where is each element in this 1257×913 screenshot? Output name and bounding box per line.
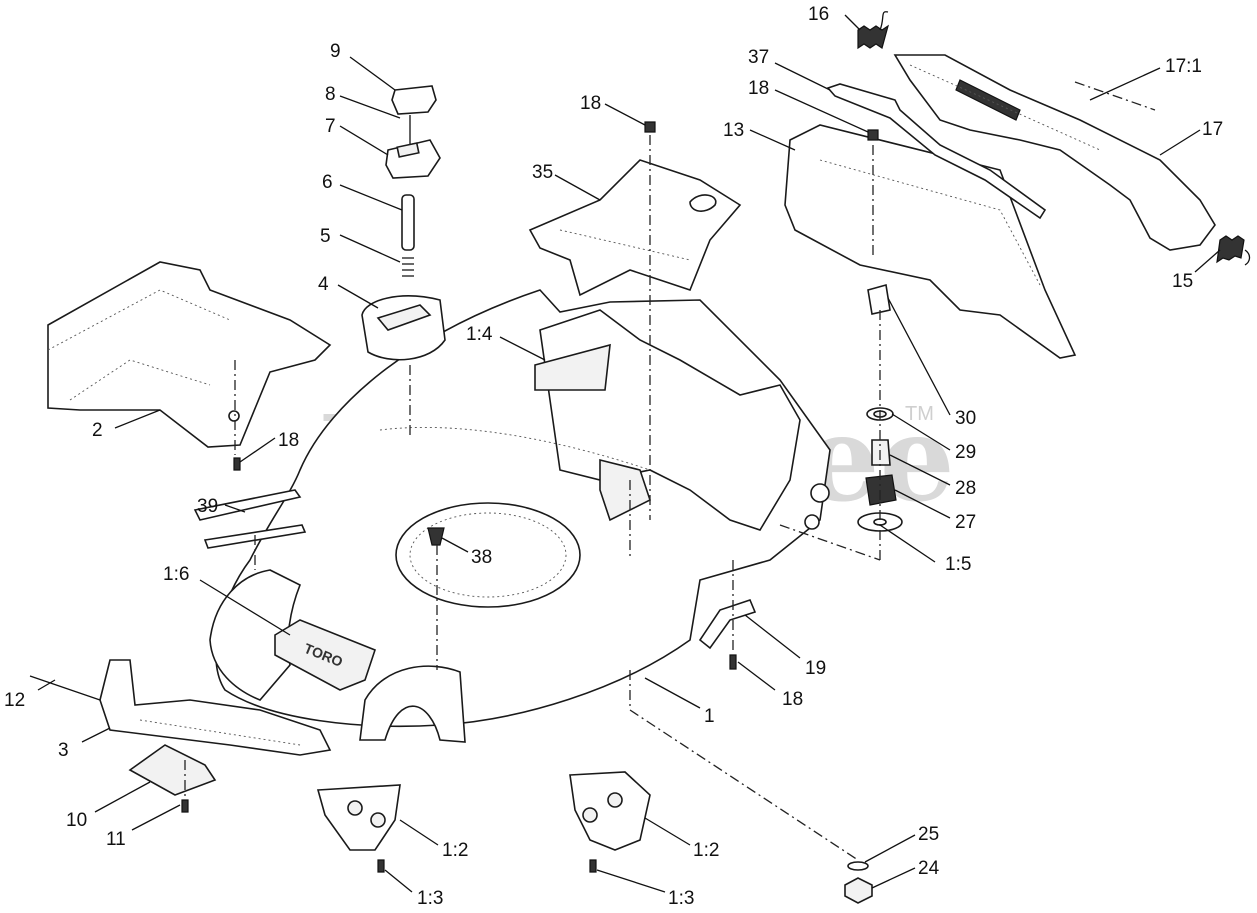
callout-1: 1 (704, 706, 715, 727)
callout-29: 29 (955, 442, 976, 463)
rear-discharge-cover (47, 261, 332, 448)
screw-11 (181, 799, 189, 813)
callout-18-top: 18 (580, 93, 601, 114)
leader-lines (37, 14, 1221, 893)
callout-24: 24 (918, 858, 940, 879)
callout-labels: 16 9 37 17:1 8 18 18 7 13 17 6 35 5 15 4… (4, 4, 1223, 909)
callout-10: 10 (66, 810, 87, 831)
callout-12: 12 (4, 690, 25, 711)
screw-1-3-right (589, 859, 597, 873)
callout-35: 35 (532, 162, 553, 183)
bolt-18-bracket (729, 654, 737, 670)
callout-13: 13 (723, 120, 744, 141)
height-adjust-lever (99, 659, 332, 796)
bolt-18-left (233, 457, 241, 471)
callout-30: 30 (955, 408, 976, 429)
nut-24 (844, 877, 873, 904)
callout-9: 9 (330, 41, 341, 62)
callout-25: 25 (918, 824, 939, 845)
bolt-38 (427, 527, 445, 546)
callout-1-3-left: 1:3 (417, 888, 443, 909)
callout-2: 2 (92, 420, 103, 441)
spring-15 (1216, 235, 1251, 266)
callout-16: 16 (808, 4, 829, 25)
wheel-plate-right (569, 771, 651, 851)
callout-15: 15 (1172, 271, 1193, 292)
callout-27: 27 (955, 512, 976, 533)
cable (29, 675, 101, 701)
callout-5: 5 (320, 226, 331, 247)
callout-38: 38 (471, 547, 492, 568)
callout-1-4: 1:4 (466, 324, 493, 345)
callout-18-bracket: 18 (782, 689, 803, 710)
callout-1-2-right: 1:2 (693, 840, 719, 861)
mower-deck (209, 289, 831, 743)
washer-25 (847, 861, 869, 871)
callout-3: 3 (58, 740, 69, 761)
callout-17: 17 (1202, 119, 1223, 140)
callout-7: 7 (325, 116, 336, 137)
callout-28: 28 (955, 478, 976, 499)
callout-18-shield: 18 (748, 78, 769, 99)
toro-logo-plate: TORO (274, 619, 376, 691)
alignment-lines (184, 81, 1156, 861)
callout-37: 37 (748, 47, 769, 68)
callout-11: 11 (106, 829, 126, 850)
rod (826, 83, 1047, 220)
screw-1-3-left (377, 859, 385, 873)
callout-1-5: 1:5 (945, 554, 971, 575)
watermark-tm: TM (905, 403, 934, 425)
callout-1-3-right: 1:3 (668, 888, 694, 909)
callout-4: 4 (318, 274, 329, 295)
rear-shield (784, 124, 1077, 359)
wheel-height-hardware (857, 283, 903, 532)
height-adjust-knob-assembly (361, 85, 446, 361)
spring-16 (857, 11, 890, 50)
wheel-plate-left (316, 784, 401, 851)
callout-6: 6 (322, 172, 333, 193)
bolt-18-top (644, 121, 656, 133)
callout-1-6: 1:6 (163, 564, 189, 585)
callout-39: 39 (197, 496, 218, 517)
callout-19: 19 (805, 658, 826, 679)
top-shield (528, 159, 742, 297)
bracket (698, 599, 757, 650)
callout-1-2-left: 1:2 (442, 840, 468, 861)
strip (193, 489, 307, 549)
bolt-18-shield (867, 129, 879, 141)
callout-8: 8 (325, 84, 336, 105)
callout-18-left: 18 (278, 430, 299, 451)
callout-17-1: 17:1 (1165, 56, 1202, 77)
rear-door (893, 54, 1216, 251)
